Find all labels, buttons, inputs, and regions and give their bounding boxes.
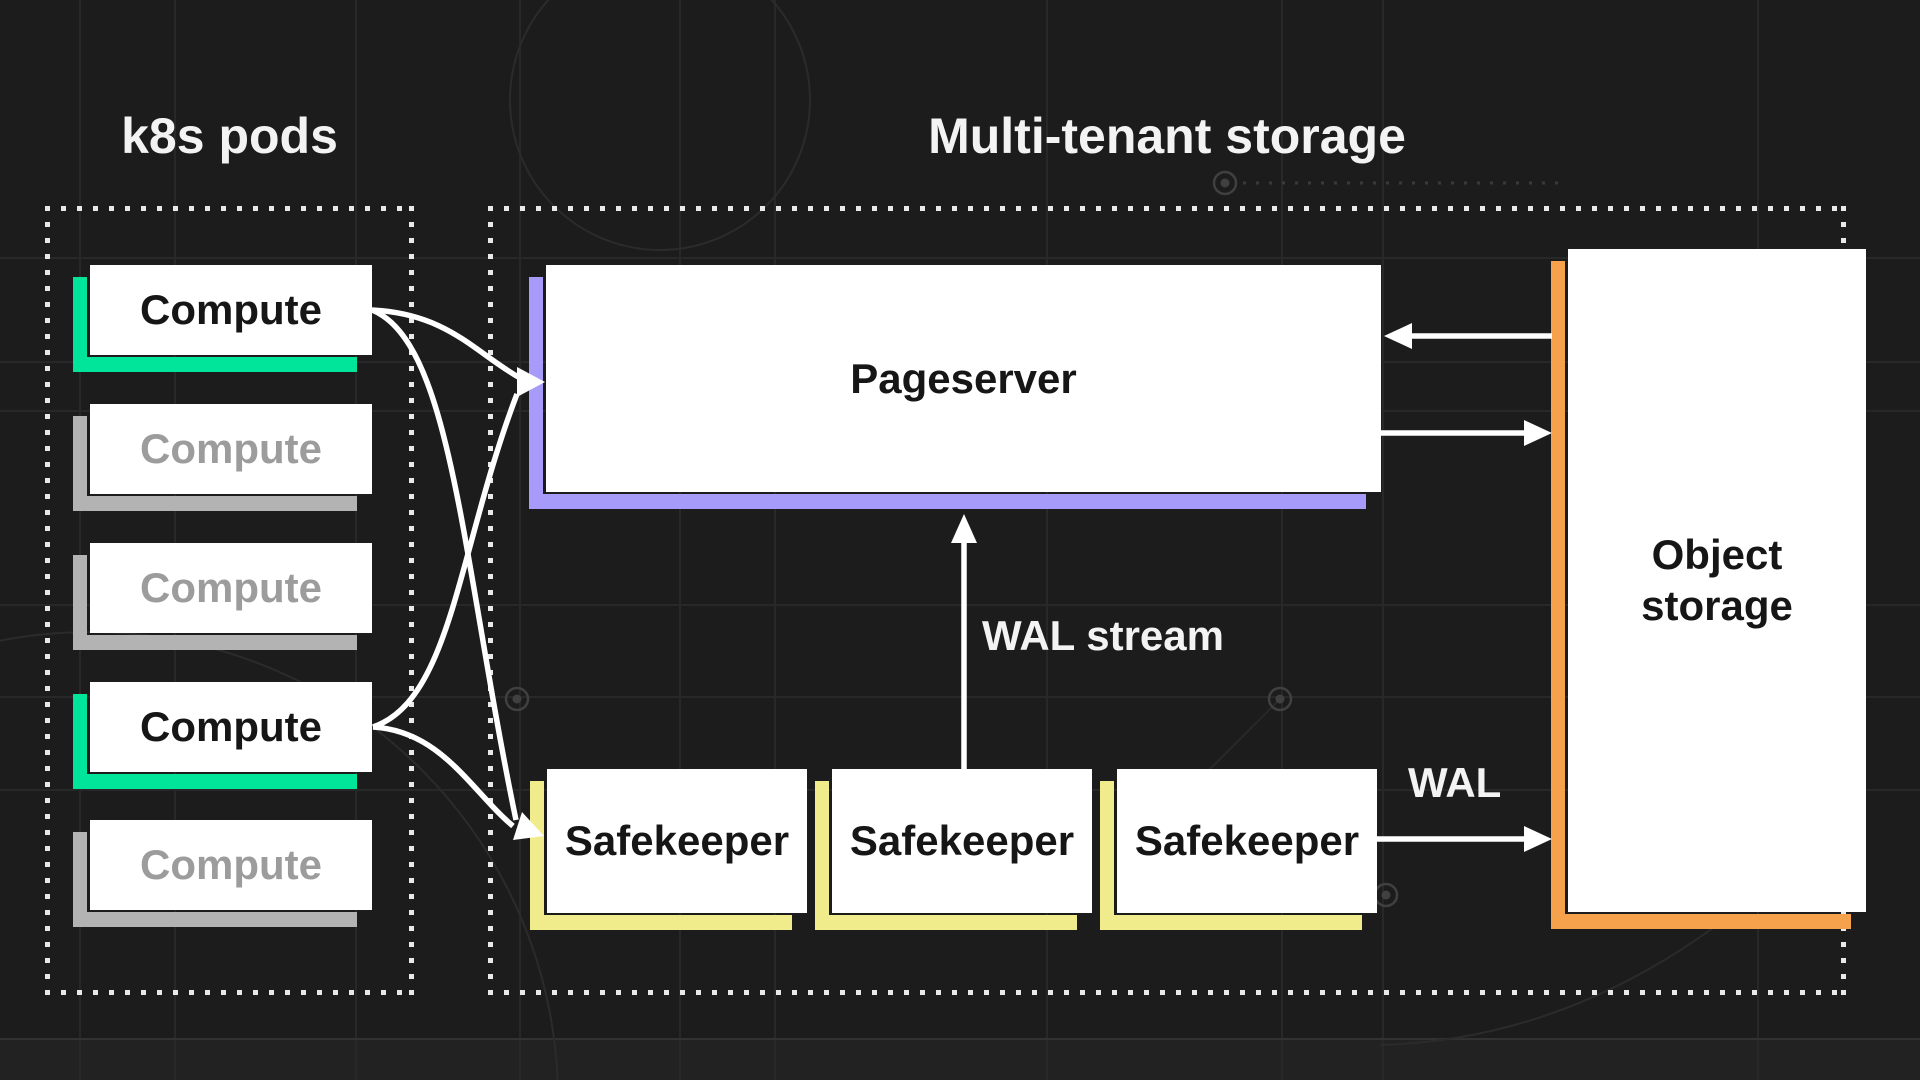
compute-label: Compute — [140, 564, 322, 611]
object-storage-node: Object storage — [1551, 249, 1866, 929]
dotted-border — [488, 206, 1846, 211]
pageserver-label: Pageserver — [850, 354, 1077, 402]
safekeeper-node: Safekeeper — [530, 769, 807, 930]
compute-node-inactive: Compute — [73, 820, 372, 927]
wal-label: WAL — [1408, 759, 1502, 806]
dotted-border — [45, 206, 414, 211]
storage-section-title: Multi-tenant storage — [928, 108, 1406, 164]
safekeeper-node: Safekeeper — [815, 769, 1092, 930]
dotted-border — [488, 206, 493, 995]
object-storage-label: Object storage — [1641, 531, 1793, 629]
dotted-border — [45, 206, 50, 995]
wal-stream-label: WAL stream — [982, 612, 1224, 659]
bottom-band — [0, 1039, 1920, 1080]
compute-node-inactive: Compute — [73, 543, 372, 650]
safekeeper-node: Safekeeper — [1100, 769, 1377, 930]
dotted-border — [45, 990, 414, 995]
compute-label: Compute — [140, 286, 322, 333]
pageserver-node: Pageserver — [529, 265, 1381, 509]
compute-label: Compute — [140, 425, 322, 472]
compute-label: Compute — [140, 703, 322, 750]
pods-section-title: k8s pods — [121, 108, 338, 164]
dotted-border — [488, 990, 1846, 995]
compute-label: Compute — [140, 841, 322, 888]
safekeeper-label: Safekeeper — [849, 817, 1075, 864]
safekeeper-label: Safekeeper — [564, 817, 790, 864]
decor-ring — [1212, 170, 1238, 196]
compute-node-active: Compute — [73, 265, 372, 372]
dotted-border — [409, 206, 414, 995]
safekeeper-label: Safekeeper — [1134, 817, 1360, 864]
compute-node-active: Compute — [73, 682, 372, 789]
compute-node-inactive: Compute — [73, 404, 372, 511]
